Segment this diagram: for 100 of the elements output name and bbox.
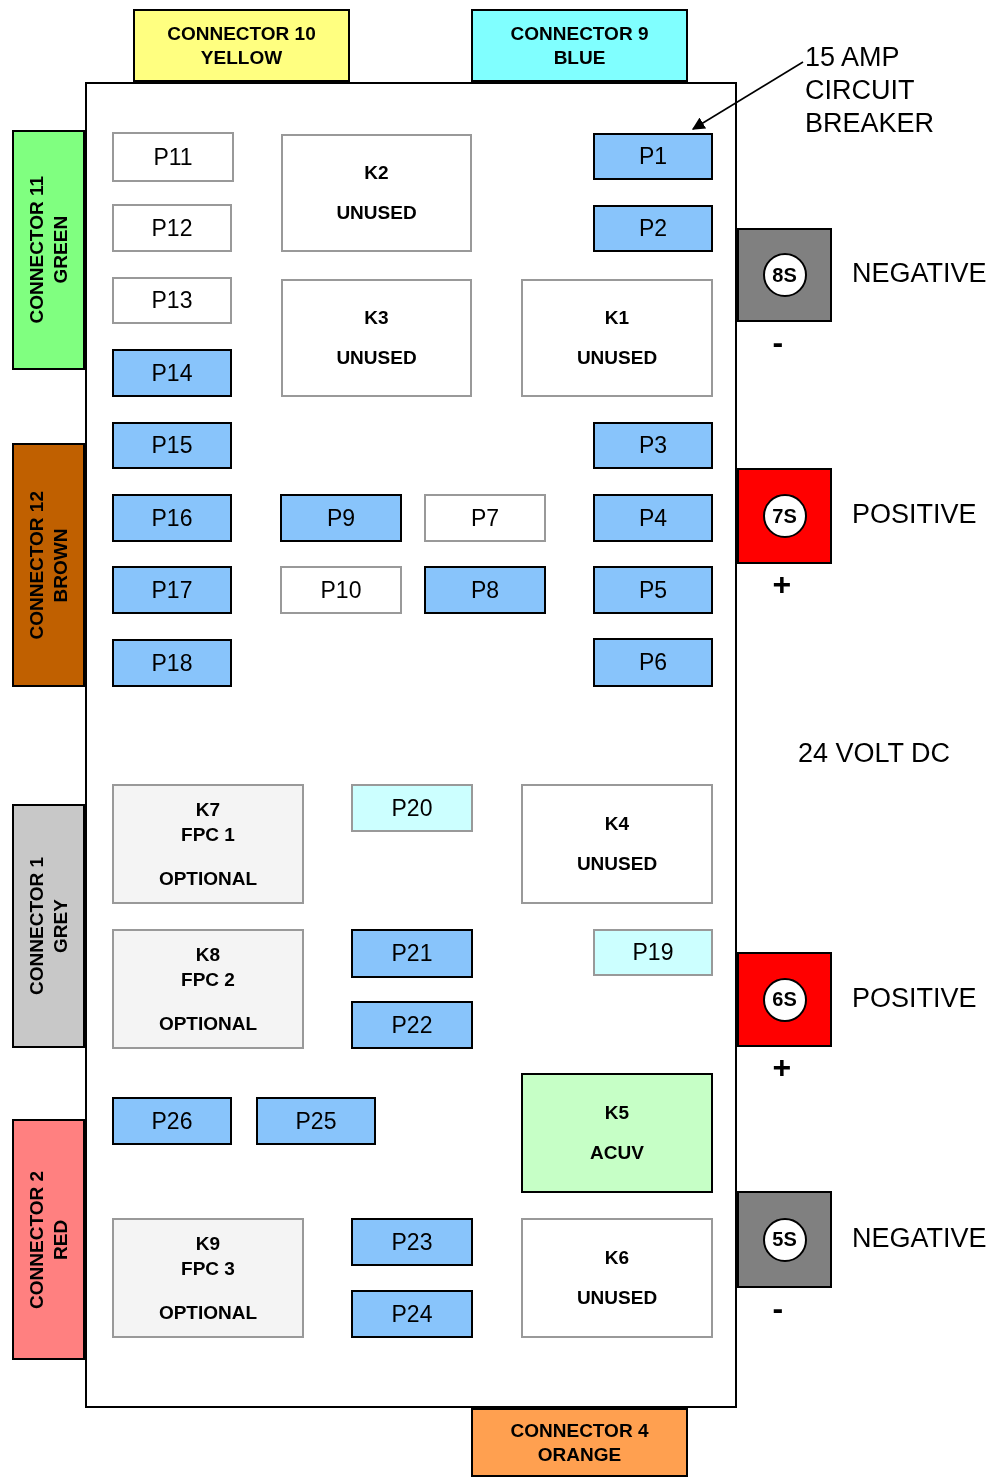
connector-label: ORANGE	[537, 1442, 622, 1467]
fuse-slot	[112, 349, 232, 397]
polarity-label: POSITIVE	[852, 499, 977, 530]
fuse-label: P8	[470, 576, 500, 604]
relay-slot	[521, 1073, 713, 1193]
relay-label: OPTIONAL	[158, 1011, 258, 1036]
terminal-block	[737, 468, 832, 564]
connector-block	[12, 1119, 85, 1360]
fuse-label: P26	[151, 1107, 193, 1135]
connector-label: GREEN	[48, 216, 72, 284]
fuse-label: P15	[151, 432, 193, 459]
fuse-label: P1	[638, 143, 668, 170]
polarity-label: NEGATIVE	[852, 258, 987, 289]
fuse-slot	[112, 1097, 232, 1145]
fuse-slot	[593, 494, 713, 542]
relay-slot	[112, 1218, 304, 1338]
fuse-label: P3	[638, 432, 668, 459]
fuse-slot	[593, 422, 713, 469]
fuse-label: P7	[470, 504, 500, 532]
connector-block	[471, 9, 688, 82]
fuse-slot	[112, 132, 234, 182]
fuse-label: P23	[391, 1228, 433, 1256]
fuse-slot	[593, 929, 713, 976]
relay-label: K6	[604, 1246, 630, 1270]
fuse-label: P18	[151, 649, 193, 677]
terminal-block	[737, 228, 832, 322]
fuse-slot	[280, 566, 402, 614]
fuse-label: P14	[151, 359, 193, 387]
relay-slot	[112, 784, 304, 904]
relay-label: K2	[364, 161, 389, 186]
connector-label: GREY	[48, 899, 72, 953]
fuse-slot	[424, 566, 546, 614]
relay-label: FPC 2	[181, 968, 235, 992]
fuse-slot	[351, 1218, 473, 1266]
terminal-number: 7S	[762, 494, 807, 538]
polarity-sign: +	[772, 566, 792, 603]
relay-label: UNUSED	[336, 200, 417, 225]
relay-slot	[281, 134, 472, 252]
connector-block	[471, 1408, 688, 1477]
relay-label: OPTIONAL	[158, 866, 258, 891]
polarity-label: POSITIVE	[852, 982, 977, 1014]
fuse-slot	[593, 133, 713, 180]
callout-text: 15 AMP CIRCUIT BREAKER	[805, 40, 936, 140]
fuse-slot	[256, 1097, 376, 1145]
connector-label: CONNECTOR 4	[510, 1418, 649, 1443]
fuse-label: P22	[391, 1011, 433, 1039]
fuse-slot	[351, 929, 473, 978]
relay-label: K4	[604, 812, 630, 836]
connector-label: YELLOW	[200, 45, 283, 70]
fuse-label: P9	[326, 504, 356, 532]
connector-label: CONNECTOR 12	[24, 490, 48, 640]
relay-label: UNUSED	[336, 345, 417, 370]
connector-label: BLUE	[553, 45, 606, 70]
fuse-slot	[593, 638, 713, 687]
connector-block	[12, 804, 85, 1048]
fuse-label: P24	[391, 1300, 433, 1328]
relay-slot	[281, 279, 472, 397]
fuse-slot	[351, 1001, 473, 1049]
fuse-slot	[112, 277, 232, 324]
fuse-slot	[593, 205, 713, 252]
fuse-slot	[112, 494, 232, 542]
fuse-slot	[112, 639, 232, 687]
connector-block	[133, 9, 350, 82]
connector-label: CONNECTOR 11	[24, 176, 48, 324]
fuse-label: P5	[638, 576, 668, 604]
polarity-sign: -	[772, 1290, 784, 1327]
fuse-slot	[593, 566, 713, 614]
relay-label: K3	[364, 306, 389, 331]
relay-label: UNUSED	[576, 1286, 658, 1310]
relay-slot	[521, 279, 713, 397]
connector-label: BROWN	[48, 528, 72, 602]
note-text: 24 VOLT DC	[798, 738, 951, 769]
relay-label: ACUV	[590, 1141, 644, 1165]
connector-block	[12, 130, 85, 370]
connector-block	[12, 443, 85, 687]
relay-label: K5	[604, 1101, 630, 1125]
relay-label: OPTIONAL	[158, 1300, 258, 1325]
fuse-slot	[280, 494, 402, 542]
fuse-label: P6	[638, 649, 668, 676]
relay-label: FPC 1	[181, 823, 235, 847]
terminal-block	[737, 1191, 832, 1288]
fuse-label: P21	[391, 940, 433, 967]
terminal-number: 5S	[762, 1217, 807, 1262]
leader-arrow	[691, 61, 804, 130]
fuse-label: P4	[638, 504, 668, 532]
polarity-label: NEGATIVE	[852, 1222, 987, 1254]
fuse-panel	[85, 82, 737, 1408]
fuse-slot	[351, 784, 473, 832]
relay-slot	[521, 1218, 713, 1338]
fuse-label: P19	[632, 939, 674, 966]
relay-label: K8	[195, 942, 221, 967]
fuse-label: P25	[295, 1107, 337, 1135]
polarity-sign: -	[772, 324, 784, 361]
relay-label: K9	[195, 1231, 221, 1256]
connector-label: CONNECTOR 9	[510, 21, 649, 46]
connector-label: RED	[48, 1219, 72, 1260]
fuse-label: P16	[151, 504, 193, 532]
relay-label: K7	[195, 797, 221, 822]
fuse-slot	[112, 422, 232, 469]
relay-slot	[521, 784, 713, 904]
